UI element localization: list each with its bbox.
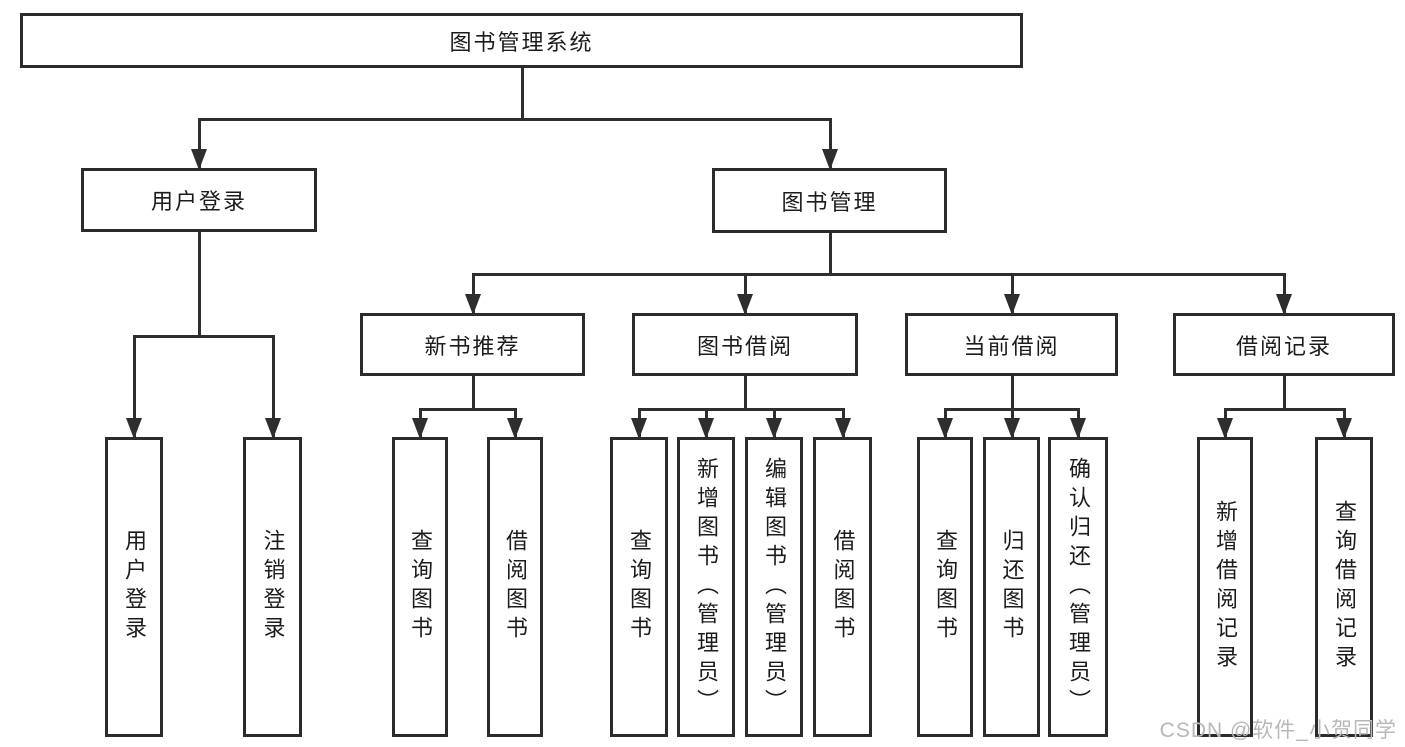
arrow-down-icon [937,418,953,439]
node-user-login: 用户登录 [81,168,317,232]
node-borrow-records: 借阅记录 [1173,313,1395,376]
node-label: 归还图书 [999,529,1025,645]
connector-line [1283,273,1286,313]
connector-line [1011,273,1014,313]
connector-line [472,376,475,408]
arrow-down-icon [507,418,523,439]
node-label: 当前借阅 [963,333,1060,359]
node-label: 用户登录 [122,529,147,645]
node-v-query-borrow-record: 查询借阅记录 [1315,437,1373,737]
node-label: 新书推荐 [424,333,521,359]
connector-line [1011,376,1014,408]
connector-line [198,232,201,335]
arrow-down-icon [766,418,782,439]
node-label: 用户登录 [150,189,247,214]
connector-line [472,273,475,313]
arrow-down-icon [1217,418,1233,439]
node-v-borrow-book-2: 借阅图书 [813,437,872,737]
node-label: 查询借阅记录 [1332,500,1357,674]
connector-line [1283,376,1286,408]
node-label: 编辑图书（管理员） [762,456,787,718]
connector-line [198,118,201,168]
connector-line [1224,408,1346,411]
arrow-down-icon [822,149,838,170]
arrow-down-icon [126,418,142,439]
arrow-down-icon [1336,418,1352,439]
node-label: 注销登录 [260,529,286,645]
arrow-down-icon [631,418,647,439]
connector-line [744,273,747,313]
connector-line [133,335,136,437]
connector-line [829,233,832,273]
node-new-book-rec: 新书推荐 [360,313,585,376]
connector-line [419,408,517,411]
connector-line [521,68,524,118]
node-label: 借阅图书 [503,529,528,645]
node-v-user-login: 用户登录 [105,437,163,737]
arrow-down-icon [1004,294,1020,315]
arrow-down-icon [1276,294,1292,315]
node-root: 图书管理系统 [20,13,1023,68]
arrow-down-icon [412,418,428,439]
node-v-add-book: 新增图书（管理员） [677,437,735,737]
node-book-borrow: 图书借阅 [632,313,858,376]
node-label: 新增图书（管理员） [694,456,719,718]
node-label: 借阅图书 [830,529,856,645]
connector-line [272,335,275,437]
arrow-down-icon [1070,418,1086,439]
node-label: 查询图书 [933,529,958,645]
connector-line [744,376,747,408]
connector-line [133,335,275,338]
node-v-edit-book: 编辑图书（管理员） [745,437,803,737]
csdn-watermark: CSDN @软件_小贺同学 [1159,719,1397,742]
node-label: 图书借阅 [696,333,793,359]
arrow-down-icon [191,149,207,170]
node-v-add-borrow-record: 新增借阅记录 [1197,437,1253,737]
arrow-down-icon [265,418,281,439]
node-v-confirm-return: 确认归还（管理员） [1048,437,1108,737]
node-v-query-book-3: 查询图书 [917,437,973,737]
node-current-borrow: 当前借阅 [905,313,1118,376]
node-v-return-book: 归还图书 [983,437,1040,737]
node-label: 查询图书 [627,529,652,645]
node-label: 图书管理系统 [449,29,594,55]
node-label: 图书管理 [781,189,878,215]
arrow-down-icon [737,294,753,315]
connector-line [638,408,845,411]
node-label: 确认归还（管理员） [1066,456,1091,718]
arrow-down-icon [698,418,714,439]
connector-line [198,118,832,121]
node-v-logout: 注销登录 [243,437,302,737]
connector-line [472,273,1286,276]
arrow-down-icon [465,294,481,315]
node-label: 新增借阅记录 [1213,500,1238,674]
node-label: 查询图书 [408,529,433,645]
arrow-down-icon [1004,418,1020,439]
node-v-query-book-1: 查询图书 [392,437,448,737]
node-v-query-book-2: 查询图书 [610,437,668,737]
node-v-borrow-book-1: 借阅图书 [487,437,543,737]
connector-line [829,118,832,168]
node-book-mgmt: 图书管理 [712,168,947,233]
arrow-down-icon [835,418,851,439]
node-label: 借阅记录 [1235,333,1332,359]
